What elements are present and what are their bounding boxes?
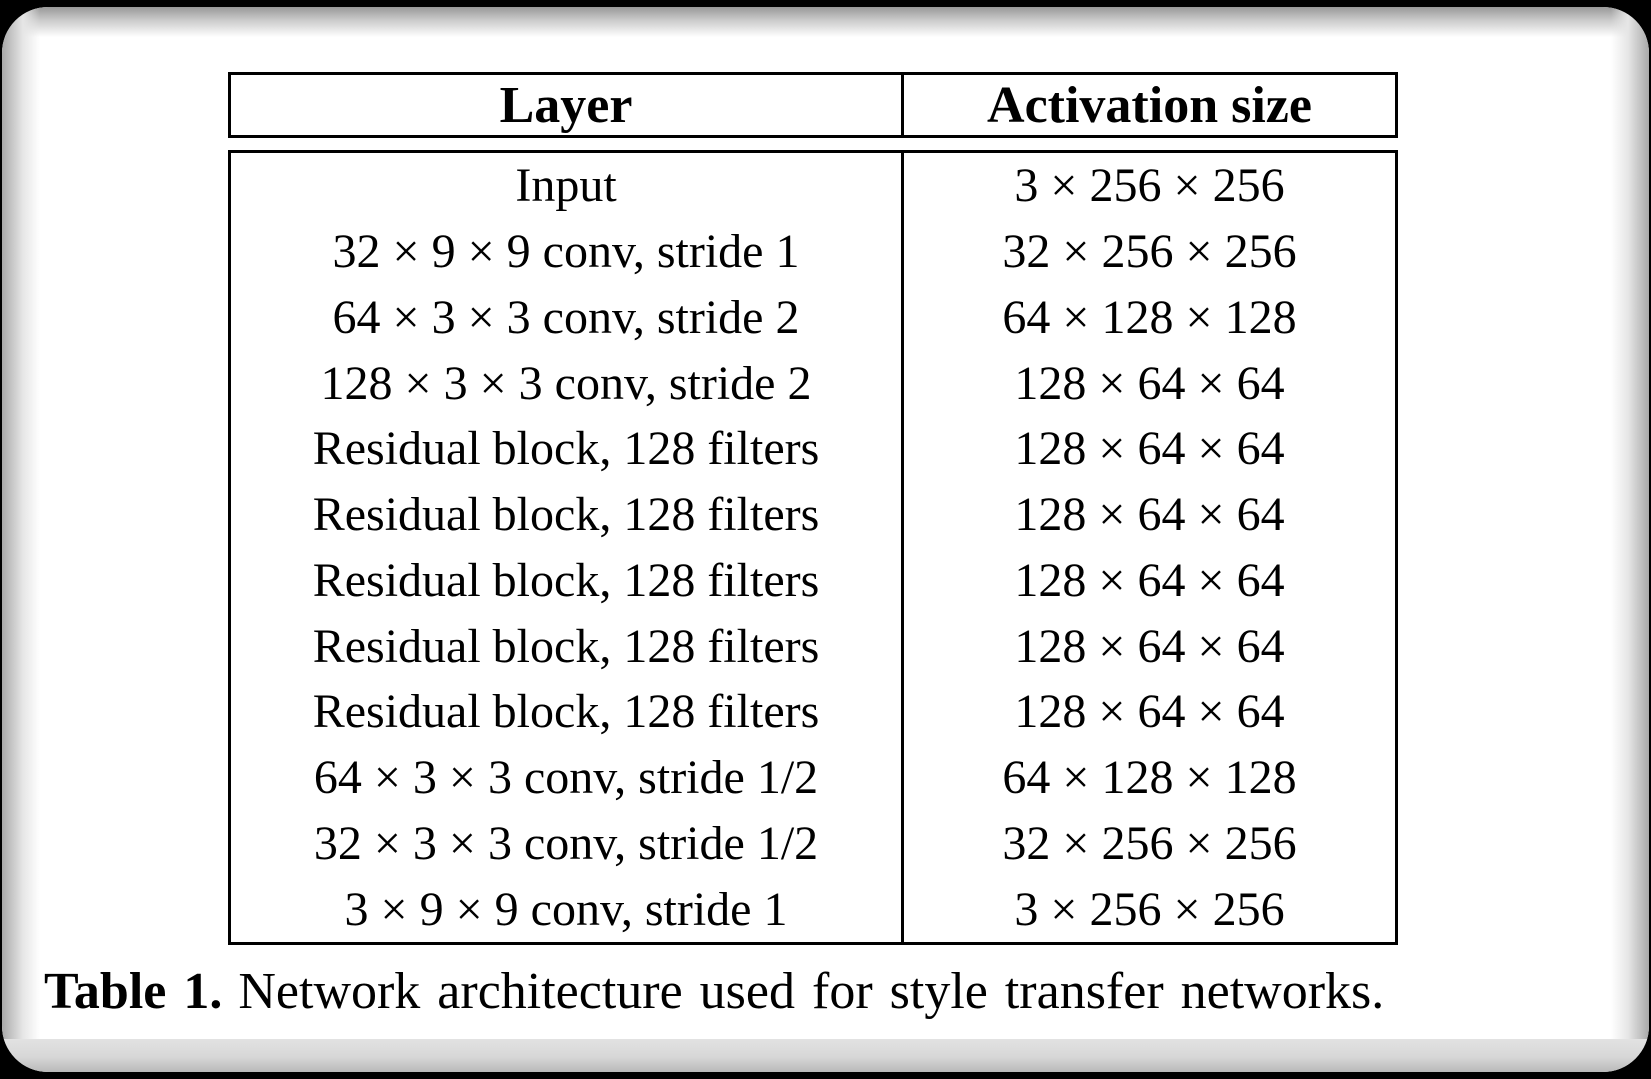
layer-cell: Input [231, 153, 904, 219]
layer-cell: 32 × 9 × 9 conv, stride 1 [231, 218, 904, 285]
activation-cell: 64 × 128 × 128 [1002, 751, 1297, 805]
table-row: 32 × 9 × 9 conv, stride 1 32 × 256 × 256 [231, 218, 1395, 285]
right-edge-shadow [1611, 7, 1649, 1072]
activation-cell: 128 × 64 × 64 [1014, 488, 1285, 542]
header-activation-label: Activation size [987, 76, 1312, 134]
activation-cell: 128 × 64 × 64 [1014, 553, 1285, 607]
activation-cell: 32 × 256 × 256 [1002, 225, 1297, 279]
layer-cell: 32 × 3 × 3 conv, stride 1/2 [231, 810, 904, 877]
layer-cell: Residual block, 128 filters [231, 613, 904, 679]
table-row: Residual block, 128 filters 128 × 64 × 6… [231, 547, 1395, 614]
caption-label: Table 1. [44, 962, 223, 1020]
left-edge-shadow [2, 7, 40, 1072]
page-panel: Layer Activation size Input 3 × 256 × 25… [2, 7, 1649, 1072]
architecture-table: Layer Activation size Input 3 × 256 × 25… [228, 72, 1398, 945]
table-row: Residual block, 128 filters 128 × 64 × 6… [231, 679, 1395, 745]
layer-cell: 128 × 3 × 3 conv, stride 2 [231, 350, 904, 416]
header-activation: Activation size [904, 75, 1395, 135]
activation-cell: 128 × 64 × 64 [1014, 685, 1285, 739]
table-row: 64 × 3 × 3 conv, stride 2 64 × 128 × 128 [231, 284, 1395, 351]
top-edge-shadow [2, 7, 1649, 37]
header-layer: Layer [231, 75, 904, 135]
activation-cell: 64 × 128 × 128 [1002, 290, 1297, 344]
layer-cell: Residual block, 128 filters [231, 547, 904, 614]
activation-cell: 128 × 64 × 64 [1014, 619, 1285, 673]
layer-cell: Residual block, 128 filters [231, 416, 904, 482]
activation-cell: 3 × 256 × 256 [1014, 882, 1285, 936]
caption-text: Network architecture used for style tran… [238, 962, 1385, 1020]
table-row: 64 × 3 × 3 conv, stride 1/2 64 × 128 × 1… [231, 744, 1395, 811]
table-row: Residual block, 128 filters 128 × 64 × 6… [231, 613, 1395, 679]
table-row: 3 × 9 × 9 conv, stride 1 3 × 256 × 256 [231, 876, 1395, 942]
layer-cell: 3 × 9 × 9 conv, stride 1 [231, 876, 904, 942]
table-row: Residual block, 128 filters 128 × 64 × 6… [231, 481, 1395, 548]
activation-cell: 128 × 64 × 64 [1014, 422, 1285, 476]
activation-cell: 32 × 256 × 256 [1002, 816, 1297, 870]
table-body: Input 3 × 256 × 256 32 × 9 × 9 conv, str… [228, 150, 1398, 945]
activation-cell: 3 × 256 × 256 [1014, 159, 1285, 213]
table-row: 128 × 3 × 3 conv, stride 2 128 × 64 × 64 [231, 350, 1395, 416]
layer-cell: 64 × 3 × 3 conv, stride 1/2 [231, 744, 904, 811]
activation-cell: 128 × 64 × 64 [1014, 356, 1285, 410]
layer-cell: Residual block, 128 filters [231, 481, 904, 548]
table-header-row: Layer Activation size [228, 72, 1398, 138]
layer-cell: 64 × 3 × 3 conv, stride 2 [231, 284, 904, 351]
table-row: Input 3 × 256 × 256 [231, 153, 1395, 219]
table-row: Residual block, 128 filters 128 × 64 × 6… [231, 416, 1395, 482]
table-caption: Table 1. Network architecture used for s… [44, 959, 1624, 1023]
header-layer-label: Layer [499, 76, 633, 134]
layer-cell: Residual block, 128 filters [231, 679, 904, 745]
bottom-gray-band [2, 1039, 1649, 1072]
table-row: 32 × 3 × 3 conv, stride 1/2 32 × 256 × 2… [231, 810, 1395, 877]
